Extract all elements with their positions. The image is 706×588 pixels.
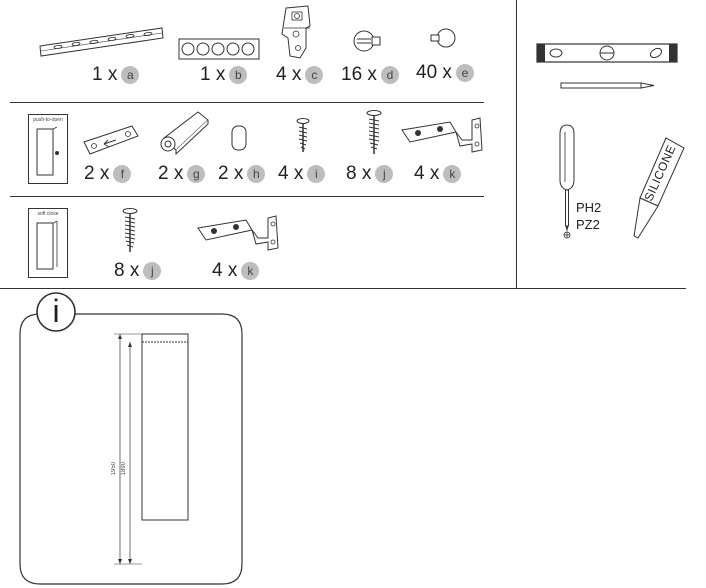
mounting-plate-icon <box>83 125 139 155</box>
part-letter-badge: g <box>187 165 206 183</box>
qty-item-k-soft: 4 x k <box>212 260 260 282</box>
mounting-rail-icon <box>39 27 164 57</box>
cabinet-door-icon <box>36 127 59 176</box>
wooden-dowel-icon <box>430 28 456 48</box>
qty-text: 4 x <box>414 163 440 184</box>
qty-text: 1 x <box>200 64 226 85</box>
dimension-inner: 1890 <box>121 462 127 476</box>
divider-bottom <box>0 288 686 289</box>
qty-item-c: 4 x c <box>276 64 324 86</box>
qty-text: 2 x <box>84 163 110 184</box>
cabinet-door-icon <box>36 221 58 270</box>
qty-item-j-soft: 8 x j <box>114 260 162 282</box>
qty-item-f: 2 x f <box>84 163 132 185</box>
qty-item-e: 40 x e <box>416 62 474 84</box>
qty-item-a: 1 x a <box>92 64 140 86</box>
qty-text: 8 x <box>346 163 372 184</box>
cabinet-elevation-drawing <box>114 333 189 565</box>
part-letter-badge: k <box>241 262 260 280</box>
info-icon <box>36 292 76 332</box>
soft-close-mode-box: soft close <box>28 208 68 278</box>
qty-text: 2 x <box>158 163 184 184</box>
hinge-icon <box>401 117 483 153</box>
part-letter-badge: f <box>113 165 132 183</box>
part-letter-badge: k <box>443 165 462 183</box>
qty-text: 4 x <box>276 64 302 85</box>
part-letter-badge: j <box>143 262 162 280</box>
silicone-tube-icon <box>633 137 685 239</box>
part-letter-badge: e <box>455 64 474 82</box>
mode-label: soft close <box>37 211 59 217</box>
bumper-pad-icon <box>231 125 247 151</box>
qty-text: 16 x <box>341 64 377 85</box>
qty-item-d: 16 x d <box>341 64 399 86</box>
qty-item-g: 2 x g <box>158 163 206 185</box>
divider-row2 <box>10 196 484 197</box>
part-letter-badge: b <box>229 66 248 84</box>
info-panel-frame <box>19 313 243 585</box>
qty-item-k: 4 x k <box>414 163 462 185</box>
dimension-outer: 1950 <box>111 462 117 476</box>
qty-text: 4 x <box>278 163 304 184</box>
hinge-icon <box>197 215 279 251</box>
qty-text: 4 x <box>212 260 238 281</box>
screw-icon <box>122 208 138 252</box>
part-letter-badge: a <box>121 66 140 84</box>
part-letter-badge: h <box>247 165 266 183</box>
divider-vertical <box>516 0 517 288</box>
bit-pz2: PZ2 <box>576 217 600 232</box>
qty-item-i: 4 x i <box>278 163 326 185</box>
pencil-icon <box>560 82 655 89</box>
wall-bracket-icon <box>281 5 311 59</box>
short-screw-icon <box>296 118 310 152</box>
screwdriver-bits-label: PH2 PZ2 <box>576 199 601 233</box>
qty-text: 8 x <box>114 260 140 281</box>
qty-item-h: 2 x h <box>218 163 266 185</box>
push-latch-icon <box>160 111 209 156</box>
info-icon-letter: i <box>52 293 60 329</box>
qty-text: 1 x <box>92 64 118 85</box>
screw-icon <box>366 110 382 154</box>
mode-label: push-to-open <box>33 117 63 123</box>
qty-text: 2 x <box>218 163 244 184</box>
part-letter-badge: d <box>380 66 399 84</box>
qty-item-j: 8 x j <box>346 163 394 185</box>
cap-strip-icon <box>178 38 260 60</box>
spirit-level-icon <box>536 43 678 63</box>
push-to-open-mode-box: push-to-open <box>28 114 68 184</box>
part-letter-badge: i <box>307 165 326 183</box>
qty-text: 40 x <box>416 62 452 83</box>
cam-lock-icon <box>353 30 381 52</box>
bit-ph2: PH2 <box>576 200 602 215</box>
part-letter-badge: j <box>375 165 394 183</box>
divider-row1 <box>10 102 484 103</box>
part-letter-badge: c <box>305 66 324 84</box>
screwdriver-icon <box>559 124 575 239</box>
qty-item-b: 1 x b <box>200 64 248 86</box>
